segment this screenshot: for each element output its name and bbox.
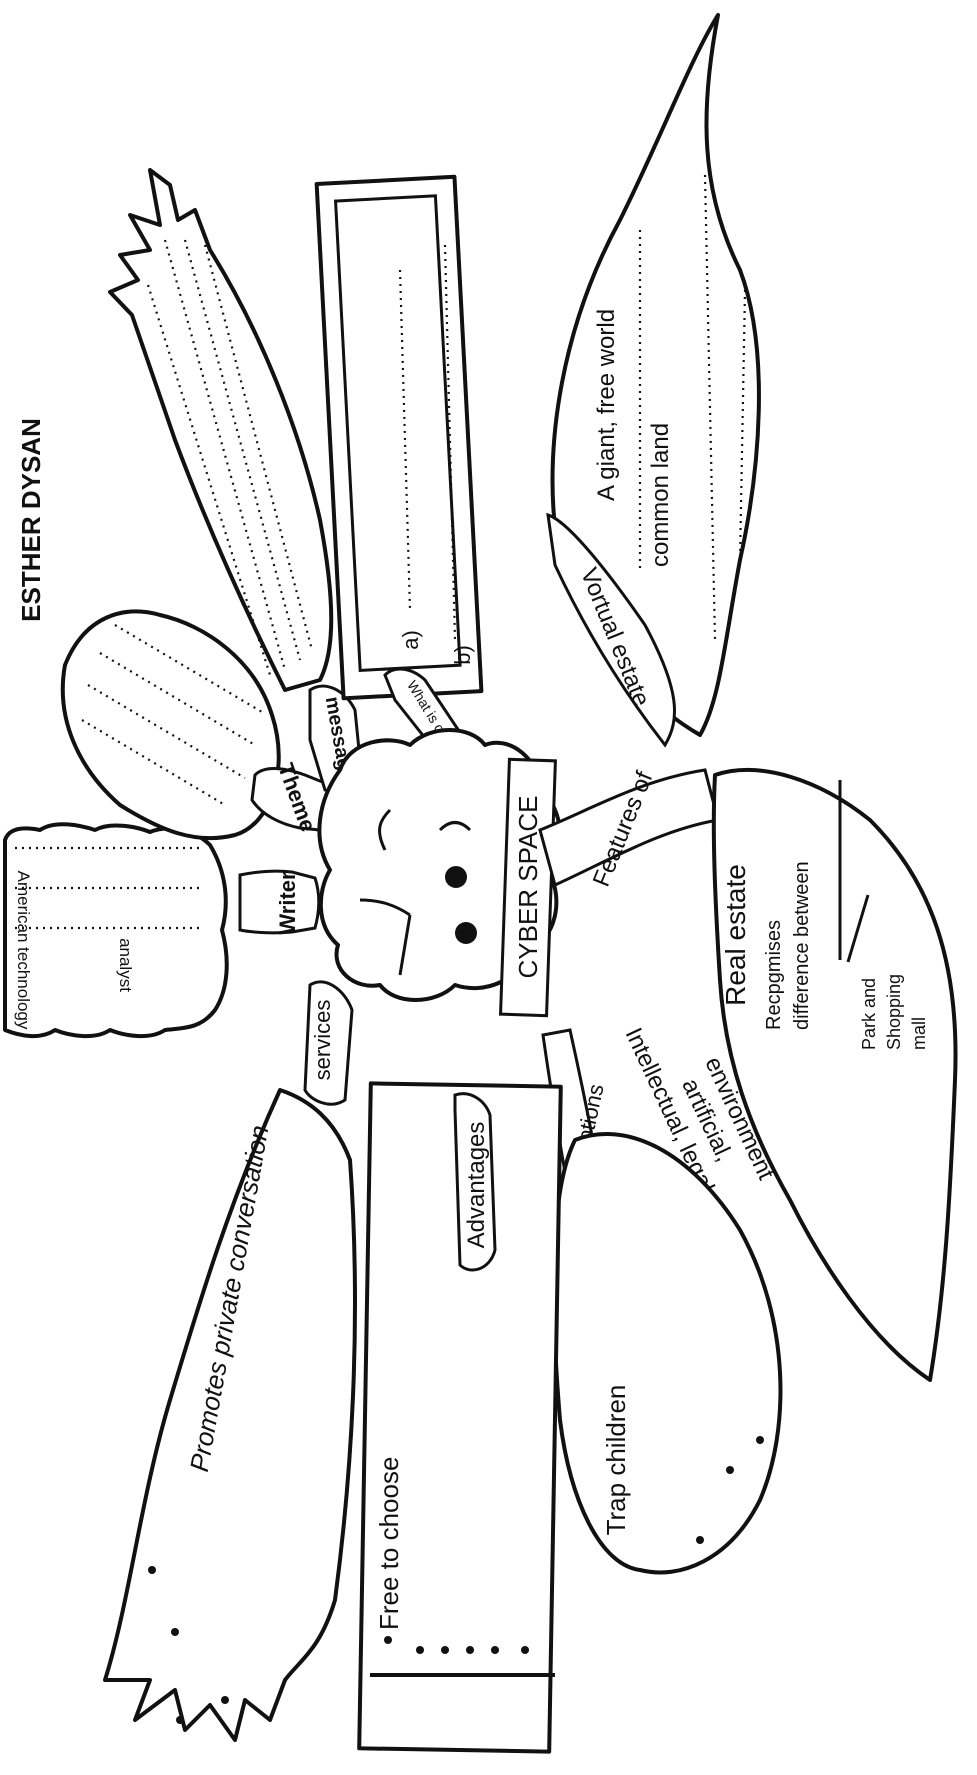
services-leaf xyxy=(105,1090,355,1740)
writer-cloud xyxy=(5,824,227,1036)
writer-note-2: analyst xyxy=(116,938,135,992)
real-estate-item-1-line-1: Recpgmises xyxy=(763,920,785,1030)
real-estate-item-2-line-3: mall xyxy=(909,1017,929,1050)
virtual-estate-branch: A giant, free world common land Vortual … xyxy=(548,15,759,745)
theme-oval xyxy=(63,612,279,839)
advantages-branch: Advantages Free to choose xyxy=(359,1083,561,1751)
real-estate-item-2-line-1: Park and xyxy=(859,978,879,1050)
misconceptions-item-1: Trap children xyxy=(601,1385,631,1536)
writer-note-1: American technology xyxy=(14,871,33,1030)
advantages-label: Advantages xyxy=(463,1122,490,1249)
virtual-estate-item-2: common land xyxy=(647,423,674,567)
author-title: ESTHER DYSAN xyxy=(16,418,46,622)
virtual-estate-leaf xyxy=(553,15,759,735)
center-label: CYBER SPACE xyxy=(513,795,543,978)
mascot-eye-1 xyxy=(445,866,467,888)
advantages-item-1: Free to choose xyxy=(374,1457,404,1630)
mascot-eye-2 xyxy=(455,922,477,944)
misconceptions-blob xyxy=(554,1134,781,1572)
real-estate-item-1-line-2: difference between xyxy=(791,861,813,1030)
services-branch: services Promotes private conversation xyxy=(105,982,355,1740)
virtual-estate-item-1: A giant, free world xyxy=(593,309,620,501)
writer-branch: American technology analyst Writer xyxy=(5,824,319,1036)
center-branch: CYBER SPACE xyxy=(319,730,559,1016)
real-estate-item-2-line-2: Shopping xyxy=(884,974,904,1050)
what-is-item-a: a) xyxy=(398,630,423,650)
writer-label: Writer xyxy=(275,871,300,935)
real-estate-label: Real estate xyxy=(720,864,751,1006)
services-label: services xyxy=(310,1000,335,1081)
what-is-item-b: b) xyxy=(450,645,475,665)
